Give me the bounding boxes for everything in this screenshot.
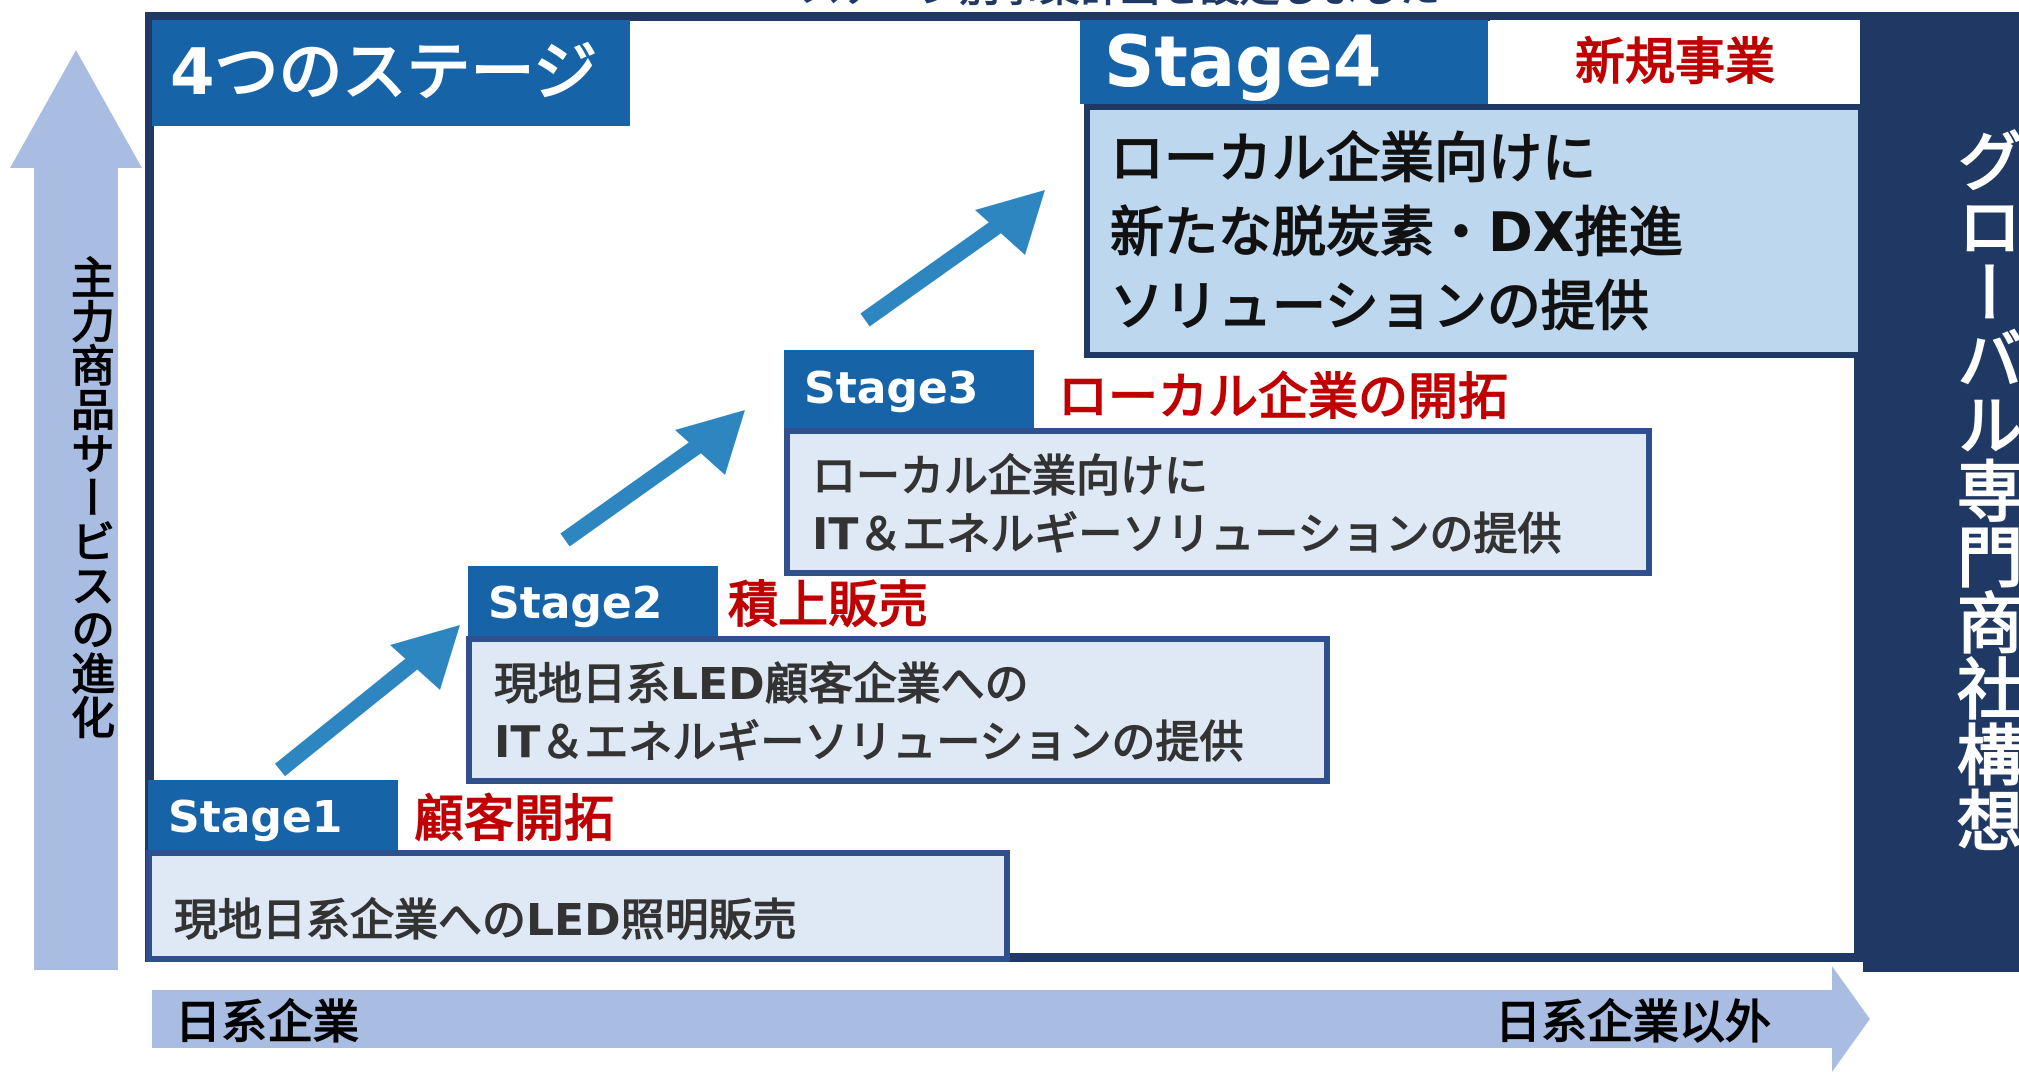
diagram-title: 4つのステージ	[152, 20, 630, 126]
stage1-tag: 顧客開拓	[414, 790, 614, 848]
stage4-line-2: 新たな脱炭素・DX推進	[1110, 201, 1683, 264]
stage1-label: Stage1	[148, 780, 398, 856]
stage4-label: Stage4	[1080, 20, 1488, 104]
step-arrow-2	[560, 410, 745, 547]
stage3-line-2: IT＆エネルギーソリューションの提供	[812, 509, 1562, 560]
x-axis-arrow	[152, 966, 1870, 1072]
stage2-description: 現地日系LED顧客企業への IT＆エネルギーソリューションの提供	[466, 636, 1330, 784]
stage4-description: ローカル企業向けに 新たな脱炭素・DX推進 ソリューションの提供	[1084, 104, 1864, 358]
stage3-line-1: ローカル企業向けに	[812, 451, 1208, 502]
step-arrow-3	[860, 190, 1045, 327]
right-label: グローバル専門商社構想	[1946, 127, 2019, 853]
stage1-description: 現地日系企業へのLED照明販売	[146, 850, 1010, 962]
stage2-line-2: IT＆エネルギーソリューションの提供	[494, 717, 1244, 768]
top-caption: ステージ別事業計画を設定しました	[740, 0, 1500, 10]
x-axis-right-label: 日系企業以外	[1495, 995, 1771, 1049]
stage2-label: Stage2	[468, 566, 718, 642]
stage2-line-1: 現地日系LED顧客企業への	[494, 659, 1029, 710]
stage1-line-1: 現地日系企業へのLED照明販売	[174, 895, 797, 946]
step-arrow-1	[274, 625, 460, 777]
stage3-tag: ローカル企業の開拓	[1058, 368, 1508, 426]
stage4-line-3: ソリューションの提供	[1110, 275, 1649, 338]
stage3-description: ローカル企業向けに IT＆エネルギーソリューションの提供	[784, 428, 1652, 576]
stage3-label: Stage3	[784, 350, 1034, 428]
x-axis-left-label: 日系企業	[175, 995, 359, 1049]
stage4-line-1: ローカル企業向けに	[1110, 127, 1596, 190]
y-axis-arrow	[10, 50, 142, 970]
right-bar	[1863, 12, 2019, 972]
y-axis-label: 主力商品サービスの進化	[63, 255, 114, 739]
stage4-tag: 新規事業	[1490, 20, 1860, 104]
stage2-tag: 積上販売	[728, 576, 928, 634]
